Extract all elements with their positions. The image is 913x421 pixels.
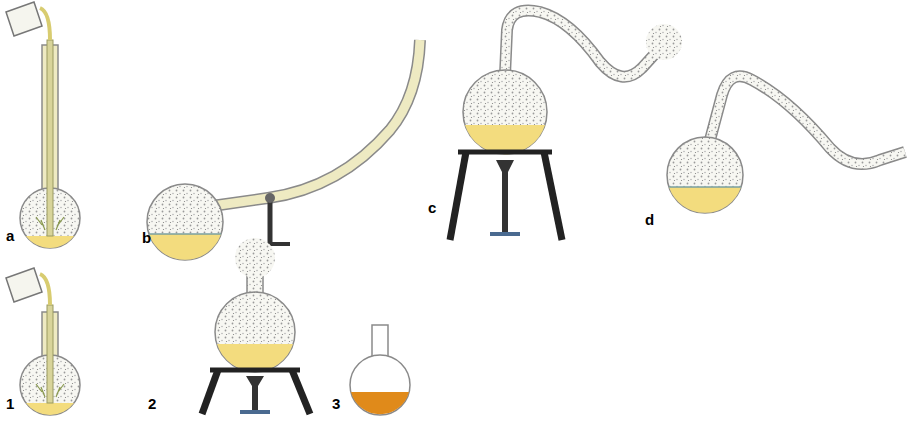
figure-label: 1	[6, 396, 14, 411]
figure-label: d	[645, 212, 654, 227]
figure-label: 2	[148, 396, 156, 411]
flask-c	[450, 10, 682, 240]
figure-label: 3	[332, 396, 340, 411]
figure-label: b	[142, 230, 151, 245]
figure-label: c	[428, 200, 436, 215]
flask-d	[667, 76, 905, 213]
flask-2	[202, 238, 310, 414]
flask-3	[350, 325, 410, 415]
flask-a	[6, 2, 80, 248]
figure-label: a	[6, 228, 14, 243]
flask-b	[147, 40, 420, 260]
flask-1	[6, 268, 80, 415]
